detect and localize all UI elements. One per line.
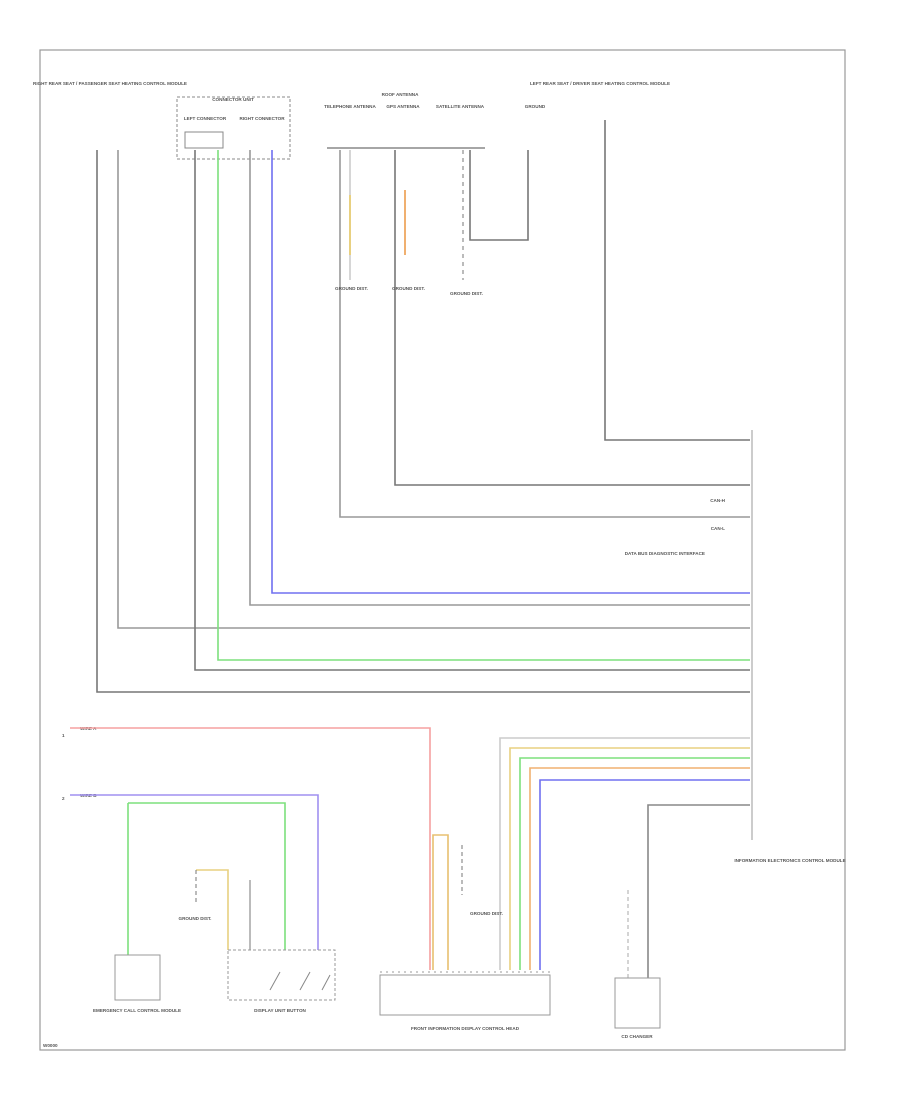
info-wire-5	[539, 779, 750, 970]
footer-code: W0000	[43, 1043, 58, 1048]
purple-wire	[70, 794, 319, 950]
ground-note-2: GROUND DIST.	[392, 286, 425, 291]
left-connector-label: LEFT CONNECTOR	[184, 116, 227, 121]
top-left-module-label: RIGHT REAR SEAT / PASSENGER SEAT HEATING…	[33, 81, 187, 86]
ground-note-1: GROUND DIST.	[335, 286, 368, 291]
info-wire-2	[509, 747, 750, 970]
green-wire	[217, 150, 750, 661]
info-wire-3	[519, 757, 750, 970]
green-wire-2	[128, 802, 286, 950]
cd-changer-wire	[647, 804, 750, 978]
info-wire-4	[529, 767, 750, 970]
input-1-label: 1	[62, 733, 65, 738]
emergency-module-label: EMERGENCY CALL CONTROL MODULE	[93, 1008, 181, 1013]
can-l-label: CAN-L	[711, 526, 725, 531]
display-module-label: FRONT INFORMATION DISPLAY CONTROL HEAD	[411, 1026, 520, 1031]
info-wire-1	[499, 737, 750, 970]
left-connector-shape	[184, 131, 224, 149]
satellite-antenna-label: SATELLITE ANTENNA	[436, 104, 485, 109]
emergency-module-box	[114, 954, 161, 1001]
red-wire	[70, 727, 431, 970]
blue-wire	[271, 150, 750, 594]
gray-wires	[96, 120, 750, 693]
right-bus-label: DATA BUS DIAGNOSTIC INTERFACE	[625, 551, 705, 556]
roof-antenna-label: ROOF ANTENNA	[382, 92, 420, 97]
gps-antenna-label: GPS ANTENNA	[386, 104, 420, 109]
diagram-frame	[39, 49, 846, 1051]
connector-unit-label: CONNECTOR UNIT	[212, 97, 254, 102]
display-button-box	[227, 949, 336, 1001]
display-button-label: DISPLAY UNIT BUTTON	[254, 1008, 306, 1013]
top-right-module-label: LEFT REAR SEAT / DRIVER SEAT HEATING CON…	[530, 81, 670, 86]
cd-changer-label: CD CHANGER	[621, 1034, 653, 1039]
connector-unit-box	[176, 96, 291, 160]
top-left-module: RIGHT REAR SEAT / PASSENGER SEAT HEATING…	[33, 81, 187, 86]
ground-note-5: GROUND DIST.	[179, 916, 212, 921]
ground-note-4: GROUND DIST.	[470, 911, 503, 916]
yellow-loop	[432, 834, 449, 970]
display-module-box	[379, 974, 551, 1016]
cd-changer-box	[614, 977, 661, 1029]
can-h-label: CAN-H	[710, 498, 725, 503]
right-connector-label: RIGHT CONNECTOR	[239, 116, 285, 121]
input-2-label: 2	[62, 796, 65, 801]
ground-note-3: GROUND DIST.	[450, 291, 483, 296]
ground-label: GROUND	[525, 104, 546, 109]
info-module-label: INFORMATION ELECTRONICS CONTROL MODULE	[734, 858, 845, 863]
switch-contacts	[269, 971, 331, 991]
telephone-antenna-label: TELEPHONE ANTENNA	[324, 104, 376, 109]
